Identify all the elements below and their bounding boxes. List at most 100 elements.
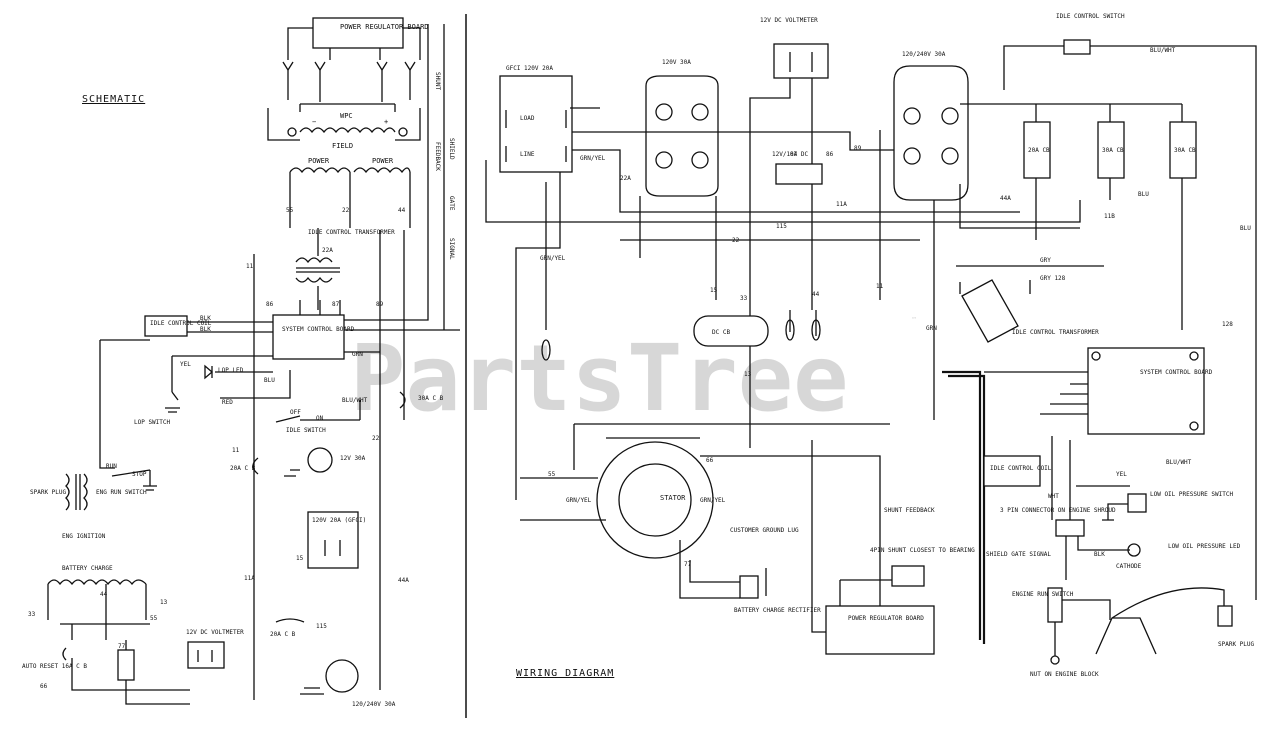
schematic-wire-number: 77	[118, 643, 126, 650]
svg-text:LINE: LINE	[520, 151, 535, 158]
wiring-power-regulator-board: POWER REGULATOR BOARD	[825, 605, 935, 655]
svg-text:GRY: GRY	[1040, 257, 1051, 264]
schematic-wire-number: 11	[232, 447, 240, 454]
schematic-wire-number: 44	[100, 591, 108, 598]
wiring-wire-number: 11A	[836, 201, 847, 208]
svg-text:BATTERY CHARGE RECTIFIER: BATTERY CHARGE RECTIFIER	[734, 607, 821, 614]
svg-text:LOP LED: LOP LED	[218, 367, 244, 374]
svg-text:LOAD: LOAD	[520, 115, 535, 122]
svg-text:CUSTOMER GROUND LUG: CUSTOMER GROUND LUG	[730, 527, 799, 534]
svg-text:FEEDBACK: FEEDBACK	[434, 142, 441, 171]
schematic-wire-number: 55	[286, 207, 294, 214]
svg-text:−: −	[312, 118, 316, 126]
svg-text:OFF: OFF	[290, 409, 301, 416]
svg-text:NUT ON ENGINE BLOCK: NUT ON ENGINE BLOCK	[1030, 671, 1099, 678]
svg-text:DC CB: DC CB	[712, 329, 730, 336]
svg-text:YEL: YEL	[180, 361, 191, 368]
wiring-idle-control-switch: IDLE CONTROL SWITCH	[1056, 13, 1125, 55]
svg-text:SHUNT: SHUNT	[434, 72, 441, 90]
svg-text:120/240V 30A: 120/240V 30A	[352, 701, 396, 708]
wiring-wire-number: 33	[740, 295, 748, 302]
wiring-20a-cb: 20A CB	[1023, 121, 1051, 179]
wiring-title: WIRING DIAGRAM	[516, 668, 614, 679]
svg-text:IDLE SWITCH: IDLE SWITCH	[286, 427, 326, 434]
wiring-wire-number: 15	[710, 287, 718, 294]
schematic-wire-number: 44A	[398, 577, 409, 584]
svg-text:SPARK PLUG: SPARK PLUG	[1218, 641, 1255, 648]
svg-text:12V DC VOLTMETER: 12V DC VOLTMETER	[186, 629, 244, 636]
svg-text:GRN/YEL: GRN/YEL	[580, 155, 606, 162]
schematic-wire-number: 86	[266, 301, 274, 308]
svg-text:STATOR: STATOR	[660, 494, 686, 502]
svg-text:GRN/YEL: GRN/YEL	[700, 497, 726, 504]
svg-text:BLK: BLK	[1094, 551, 1105, 558]
schematic-wire-number: 15	[296, 555, 304, 562]
svg-text:SYSTEM CONTROL BOARD: SYSTEM CONTROL BOARD	[1140, 369, 1213, 376]
svg-text:POWER REGULATOR BOARD: POWER REGULATOR BOARD	[340, 23, 429, 31]
wiring-wire-number: 11B	[1104, 213, 1115, 220]
wiring-wire-number: 128	[1222, 321, 1233, 328]
schematic-120-240-outlet: 120/240V 30A	[300, 659, 396, 708]
schematic-20a-cb-lower: 20A C B	[270, 618, 305, 638]
schematic-wire-number: 87	[332, 301, 340, 308]
svg-text:IDLE CONTROL COIL: IDLE CONTROL COIL	[150, 320, 212, 327]
schematic-wire-number: 115	[316, 623, 327, 630]
schematic-wire-number: 22	[372, 435, 380, 442]
svg-text:BLU: BLU	[1138, 191, 1149, 198]
wiring-wire-number: 86	[826, 151, 834, 158]
svg-text:3 PIN CONNECTOR ON ENGINE SHRO: 3 PIN CONNECTOR ON ENGINE SHROUD	[1000, 507, 1116, 514]
svg-text:4PIN SHUNT CLOSEST TO BEARING: 4PIN SHUNT CLOSEST TO BEARING	[870, 547, 975, 554]
wiring-battery-charge-rectifier: BATTERY CHARGE RECTIFIER	[734, 575, 821, 614]
svg-text:120V 30A: 120V 30A	[662, 59, 691, 66]
svg-text:BLU: BLU	[264, 377, 275, 384]
svg-text:YEL: YEL	[1116, 471, 1127, 478]
wiring-wire-number: 22	[732, 237, 740, 244]
wiring-customer-ground-lug: CUSTOMER GROUND LUG	[730, 527, 799, 534]
svg-text:12V 30A: 12V 30A	[340, 455, 366, 462]
schematic-wire-number: 22	[342, 207, 350, 214]
svg-text:RUN: RUN	[106, 463, 117, 470]
svg-text:GRN: GRN	[352, 351, 363, 358]
schematic-idle-control-coil: IDLE CONTROL COIL	[144, 315, 212, 337]
schematic-side-labels: SHUNT FEEDBACK SHIELD GATE SIGNAL	[434, 72, 455, 260]
schematic-wire-number: 11	[246, 263, 254, 270]
svg-text:SIGNAL: SIGNAL	[448, 238, 455, 260]
schematic-power-windings: POWER POWER	[289, 157, 411, 228]
schematic-wire-number: 66	[40, 683, 48, 690]
wiring-nut-on-engine-block: NUT ON ENGINE BLOCK	[1030, 655, 1099, 678]
schematic-title: SCHEMATIC	[82, 94, 145, 105]
svg-text:PartsTree: PartsTree	[350, 325, 849, 432]
svg-text:SYSTEM CONTROL BOARD: SYSTEM CONTROL BOARD	[282, 326, 355, 333]
svg-text:IDLE CONTROL COIL: IDLE CONTROL COIL	[990, 465, 1052, 472]
svg-text:IDLE CONTROL SWITCH: IDLE CONTROL SWITCH	[1056, 13, 1125, 20]
svg-text:BLU: BLU	[1240, 225, 1251, 232]
schematic-idle-control-transformer: IDLE CONTROL TRANSFORMER	[295, 228, 395, 310]
svg-text:FIELD: FIELD	[332, 142, 353, 150]
svg-text:POWER: POWER	[372, 157, 394, 165]
svg-text:SHIELD: SHIELD	[448, 138, 455, 160]
schematic-wpc: WPC	[299, 103, 396, 120]
wiring-120v-outlet: 120V 30A	[645, 59, 719, 197]
svg-text:20A C B: 20A C B	[270, 631, 296, 638]
wiring-dc-cb: DC CB	[693, 315, 769, 347]
svg-text:30A CB: 30A CB	[1174, 147, 1196, 154]
svg-text:SPARK PLUG: SPARK PLUG	[30, 489, 67, 496]
wiring-stator: STATOR	[596, 441, 714, 559]
svg-text:AUTO RESET 16A C B: AUTO RESET 16A C B	[22, 663, 87, 670]
svg-text:30A CB: 30A CB	[1102, 147, 1124, 154]
svg-text:12V/10A DC: 12V/10A DC	[772, 151, 809, 158]
wiring-wire-number: 55	[548, 471, 556, 478]
svg-text:GRY 128: GRY 128	[1040, 275, 1066, 282]
wiring-idle-control-transformer: IDLE CONTROL TRANSFORMER	[961, 279, 1099, 343]
schematic-wire-number: 11A	[244, 575, 255, 582]
svg-text:WPC: WPC	[340, 112, 353, 120]
wiring-3pin-connector: 3 PIN CONNECTOR ON ENGINE SHROUD	[1000, 507, 1116, 537]
svg-text:POWER: POWER	[308, 157, 330, 165]
schematic-wire-number: 89	[376, 301, 384, 308]
svg-text:12V DC VOLTMETER: 12V DC VOLTMETER	[760, 17, 818, 24]
wiring-wire-number: 115	[776, 223, 787, 230]
wiring-spark-plug: SPARK PLUG	[1217, 605, 1255, 648]
svg-text:BLK: BLK	[200, 315, 211, 322]
wiring-dc-voltmeter: 12V DC VOLTMETER	[760, 17, 829, 79]
